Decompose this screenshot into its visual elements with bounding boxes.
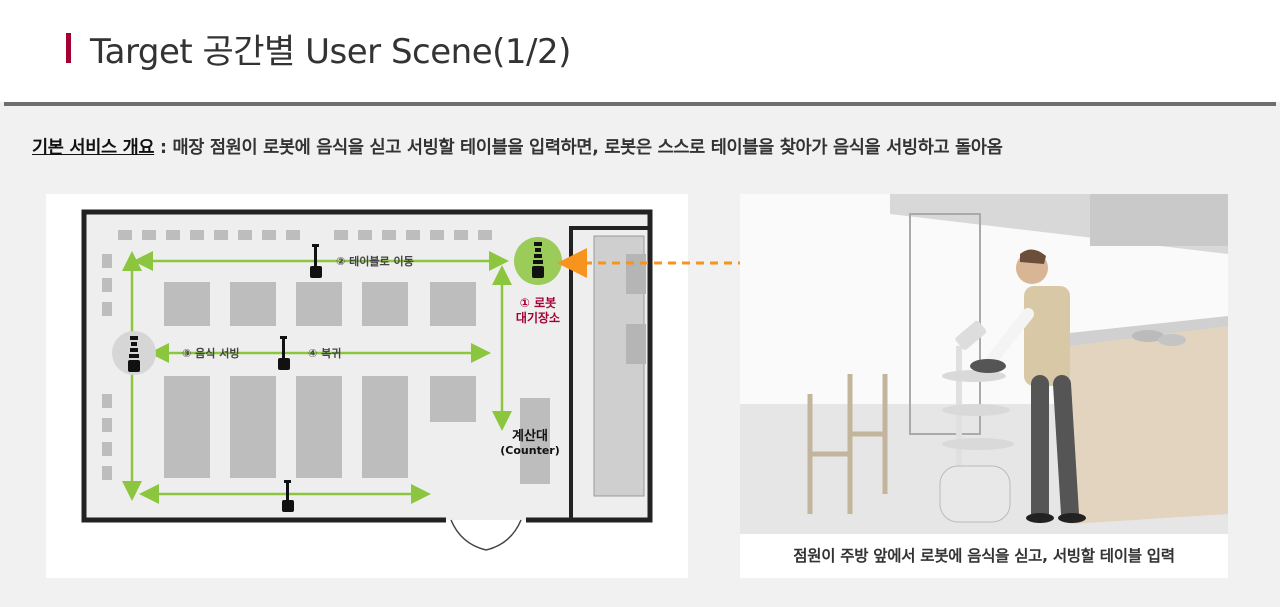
floor-plan-diagram: ② 테이블로 이동 ③ 음식 서빙 ④ 복귀 ① 로봇 대기장소 계산대 (Co…	[81, 209, 653, 551]
label-step4: ④ 복귀	[308, 346, 341, 360]
robot-icon-returning	[278, 336, 290, 370]
summary-text: 매장 점원이 로봇에 음식을 싣고 서빙할 테이블을 입력하면, 로봇은 스스로…	[172, 138, 1003, 158]
label-step3: ③ 음식 서빙	[182, 346, 239, 360]
label-step1-line2: 대기장소	[516, 310, 560, 325]
entrance-door	[450, 519, 522, 551]
page-title: Target 공간별 User Scene(1/2)	[90, 32, 571, 72]
robot-icon-standby	[532, 242, 544, 278]
chairs	[807, 374, 888, 514]
tables-bottom-row	[164, 376, 476, 478]
kitchen-counter	[1070, 324, 1228, 524]
robot-icon-moving	[310, 244, 322, 278]
label-step2: ② 테이블로 이동	[336, 254, 414, 268]
outer-wall	[81, 209, 653, 523]
summary-label: 기본 서비스 개요	[32, 138, 155, 158]
robot-icon-serving	[128, 336, 140, 372]
robot-icon-bottom	[282, 480, 294, 512]
wall-chairs-top	[118, 230, 492, 240]
food-bowl-icon	[970, 359, 1006, 373]
label-step1-line1: ① 로봇	[520, 296, 556, 310]
kitchen-sink	[626, 324, 646, 364]
service-summary: 기본 서비스 개요 : 매장 점원이 로봇에 음식을 싣고 서빙할 테이블을 입…	[32, 134, 1003, 159]
staff-robot-illustration	[740, 194, 1228, 534]
bowl-icon	[1158, 334, 1186, 346]
slide-header: Target 공간별 User Scene(1/2)	[0, 0, 1280, 102]
kitchen-wall	[569, 226, 650, 520]
serving-robot	[939, 320, 1014, 523]
summary-separator: :	[154, 138, 173, 158]
illustration-caption: 점원이 주방 앞에서 로봇에 음식을 싣고, 서빙할 테이블 입력	[793, 547, 1175, 565]
staff-person	[970, 249, 1086, 523]
wall-chairs-left	[102, 254, 112, 480]
label-counter-kr: 계산대	[512, 428, 548, 444]
title-accent-bar	[66, 33, 71, 63]
label-counter-en: (Counter)	[500, 444, 560, 457]
checkout-counter	[520, 398, 550, 484]
tables-top-row	[164, 282, 476, 326]
header-divider	[4, 102, 1276, 106]
illustration-panel: 점원이 주방 앞에서 로봇에 음식을 싣고, 서빙할 테이블 입력	[740, 194, 1228, 578]
cabinet	[1090, 194, 1228, 246]
robot-serving-zone	[112, 331, 156, 375]
bowl-icon	[1132, 330, 1164, 342]
